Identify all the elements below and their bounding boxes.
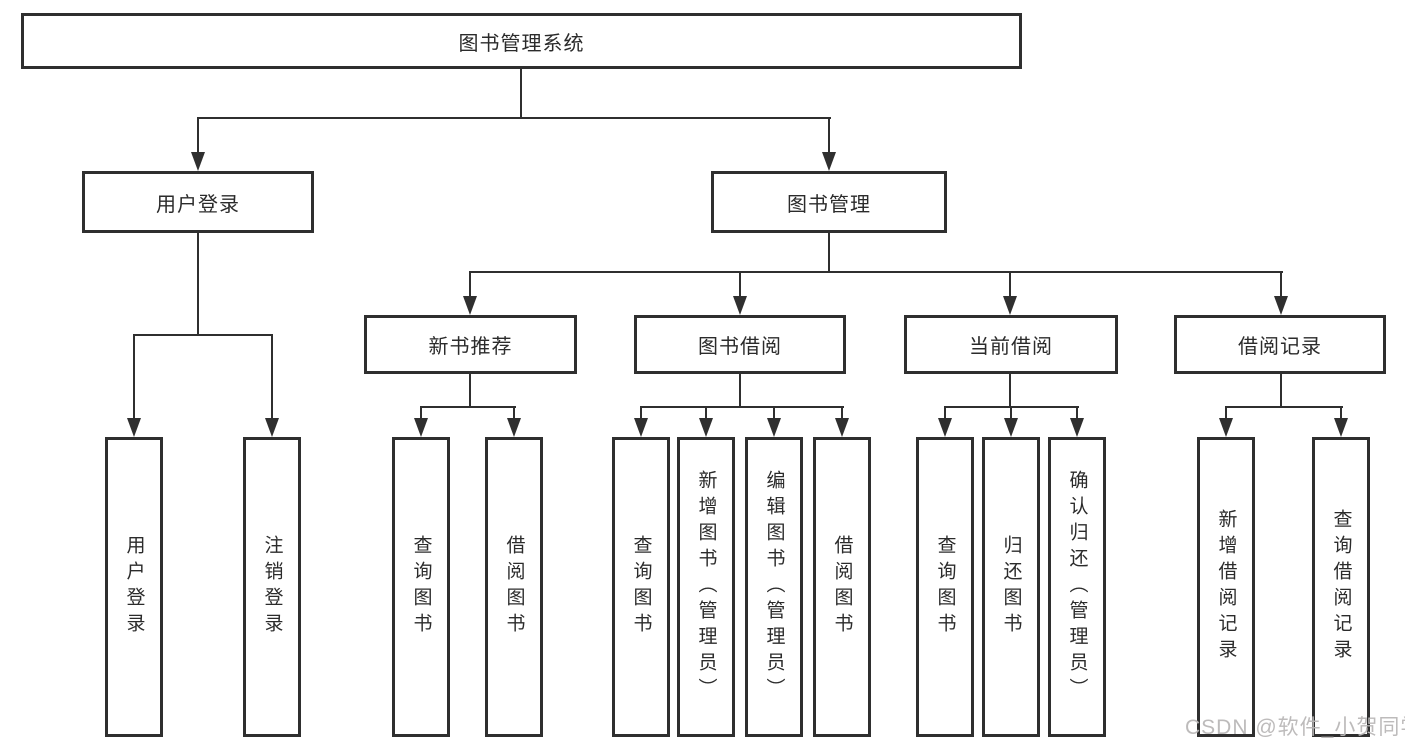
connector-line <box>944 407 946 418</box>
connector-arrowhead-icon <box>1070 418 1084 437</box>
connector-line <box>469 271 1283 273</box>
connector-line <box>197 117 831 119</box>
connector-arrowhead-icon <box>507 418 521 437</box>
connector-arrowhead-icon <box>938 418 952 437</box>
connector-arrowhead-icon <box>767 418 781 437</box>
connector-line <box>841 407 843 418</box>
connector-arrowhead-icon <box>1003 296 1017 315</box>
connector-line <box>1010 407 1012 418</box>
connector-line <box>640 406 844 408</box>
leaf-logout: 注销登录 <box>243 437 301 737</box>
leaf-newbook-borrow-books: 借阅图书 <box>485 437 543 737</box>
connector-line <box>197 118 199 152</box>
connector-line <box>640 407 642 418</box>
connector-line <box>197 233 199 335</box>
connector-arrowhead-icon <box>699 418 713 437</box>
connector-line <box>513 407 515 418</box>
leaf-borrow-add-books-admin: 新增图书（管理员） <box>677 437 735 737</box>
node-library-system: 图书管理系统 <box>21 13 1022 69</box>
leaf-current-query-books: 查询图书 <box>916 437 974 737</box>
connector-line <box>1076 407 1078 418</box>
node-book-borrowing: 图书借阅 <box>634 315 846 374</box>
connector-arrowhead-icon <box>822 152 836 171</box>
connector-line <box>420 406 516 408</box>
connector-line <box>1009 272 1011 296</box>
leaf-current-confirm-return-admin: 确认归还（管理员） <box>1048 437 1106 737</box>
connector-arrowhead-icon <box>634 418 648 437</box>
node-current-borrowing: 当前借阅 <box>904 315 1118 374</box>
connector-arrowhead-icon <box>1334 418 1348 437</box>
connector-arrowhead-icon <box>835 418 849 437</box>
node-borrowing-records: 借阅记录 <box>1174 315 1386 374</box>
watermark: CSDN @软件_小贺同学 <box>1185 716 1405 739</box>
connector-line <box>828 233 830 272</box>
leaf-newbook-query-books: 查询图书 <box>392 437 450 737</box>
connector-line <box>705 407 707 418</box>
connector-line <box>469 374 471 407</box>
connector-line <box>133 335 135 418</box>
leaf-borrow-query-books: 查询图书 <box>612 437 670 737</box>
connector-line <box>420 407 422 418</box>
connector-arrowhead-icon <box>127 418 141 437</box>
leaf-records-add-record: 新增借阅记录 <box>1197 437 1255 737</box>
connector-line <box>1340 407 1342 418</box>
connector-arrowhead-icon <box>463 296 477 315</box>
node-new-book-recommend: 新书推荐 <box>364 315 577 374</box>
connector-arrowhead-icon <box>1004 418 1018 437</box>
connector-line <box>271 335 273 418</box>
leaf-records-query-record: 查询借阅记录 <box>1312 437 1370 737</box>
connector-arrowhead-icon <box>265 418 279 437</box>
connector-arrowhead-icon <box>414 418 428 437</box>
connector-line <box>1280 374 1282 407</box>
connector-arrowhead-icon <box>191 152 205 171</box>
leaf-borrow-edit-books-admin: 编辑图书（管理员） <box>745 437 803 737</box>
connector-line <box>773 407 775 418</box>
connector-line <box>520 69 522 118</box>
connector-line <box>739 272 741 296</box>
node-user-login: 用户登录 <box>82 171 314 233</box>
node-book-management: 图书管理 <box>711 171 947 233</box>
connector-line <box>828 118 830 152</box>
connector-line <box>1280 272 1282 296</box>
connector-line <box>133 334 273 336</box>
connector-arrowhead-icon <box>1274 296 1288 315</box>
connector-line <box>1225 406 1343 408</box>
connector-arrowhead-icon <box>733 296 747 315</box>
leaf-borrow-borrow-books: 借阅图书 <box>813 437 871 737</box>
leaf-user-login: 用户登录 <box>105 437 163 737</box>
connector-arrowhead-icon <box>1219 418 1233 437</box>
connector-line <box>739 374 741 407</box>
connector-line <box>1225 407 1227 418</box>
leaf-current-return-books: 归还图书 <box>982 437 1040 737</box>
connector-line <box>469 272 471 296</box>
connector-line <box>1009 374 1011 407</box>
